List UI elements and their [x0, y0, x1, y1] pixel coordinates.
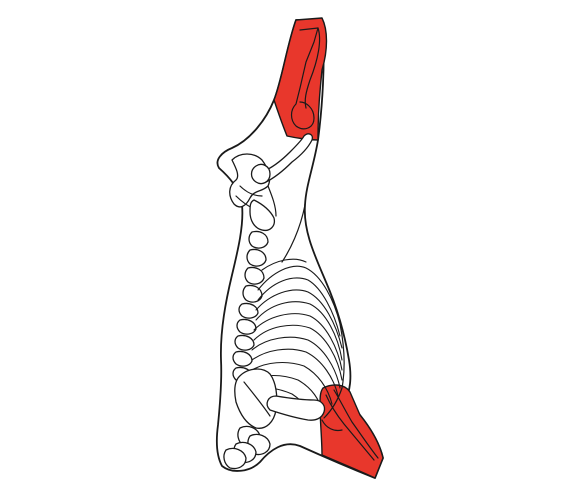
loin-contour — [267, 185, 277, 217]
humerus-bone — [266, 395, 326, 421]
fore-shank-highlight — [319, 384, 384, 479]
hind-shank-tendon — [304, 27, 321, 109]
sternum-line — [323, 323, 345, 419]
fore-shank-bone — [321, 389, 379, 461]
flank-contour — [281, 204, 306, 263]
scapula-spine — [243, 381, 271, 417]
lumbar-vertebrae — [242, 230, 269, 303]
hind-shank-highlight — [273, 17, 328, 141]
carcass-outline — [215, 19, 384, 479]
hip-joint — [250, 163, 271, 185]
sacrum-bone — [249, 199, 276, 232]
neck-vertebrae — [223, 425, 271, 470]
rib-cage — [251, 258, 343, 421]
hind-shank-bone — [290, 27, 319, 130]
